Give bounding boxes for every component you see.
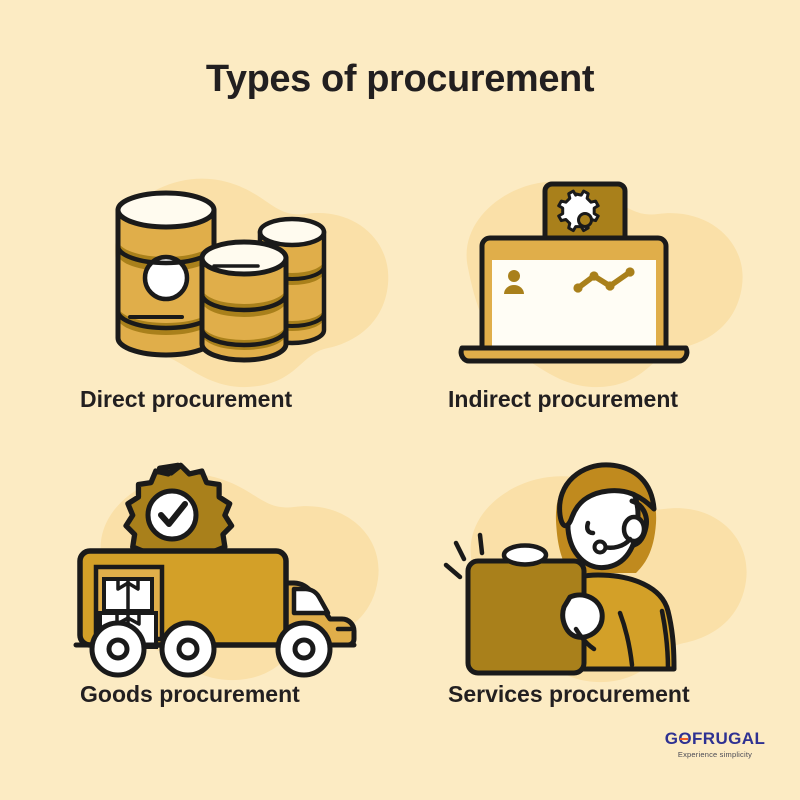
support-agent-icon <box>430 443 790 693</box>
card-label-direct: Direct procurement <box>80 386 293 412</box>
laptop-base <box>458 345 690 364</box>
truck-wheels <box>89 620 333 678</box>
barrels-icon <box>62 148 422 398</box>
agent-hair-front <box>557 462 657 529</box>
clipboard-clip <box>501 543 549 567</box>
logo-letter-o: O <box>678 729 692 748</box>
sparkle-rays <box>443 532 485 580</box>
screen-line-chart <box>573 267 635 293</box>
barrel-large <box>115 190 217 358</box>
card-goods-procurement: Goods procurement <box>62 443 422 743</box>
barrel-front <box>199 239 289 363</box>
check-icon <box>158 501 188 527</box>
card-label-indirect: Indirect procurement <box>448 386 679 412</box>
laptop-settings-icon <box>430 148 790 398</box>
card-services-procurement: Services procurement <box>430 443 790 743</box>
headset-icon <box>592 498 649 555</box>
card-direct-procurement: Direct procurement <box>62 148 422 448</box>
clipboard <box>465 543 587 676</box>
logo-rest: FRUGAL <box>692 729 766 748</box>
agent-hand <box>560 592 605 640</box>
laptop <box>458 235 690 364</box>
gear-icon <box>557 189 600 233</box>
card-indirect-procurement: Indirect procurement <box>430 148 790 448</box>
card-label-goods: Goods procurement <box>80 681 300 707</box>
agent-eye <box>584 520 596 536</box>
logo-letter-g: G <box>664 729 679 748</box>
screen-avatar-icon <box>504 270 524 294</box>
truck-window <box>291 586 331 616</box>
logo-tagline: Experience simplicity <box>677 750 753 759</box>
gofrugal-logo[interactable]: GOFRUGAL Experience simplicity <box>655 730 775 759</box>
delivery-truck-icon <box>62 443 422 693</box>
logo-wordmark: GOFRUGAL <box>655 730 775 747</box>
barrel-label <box>142 254 190 302</box>
page-title: Types of procurement <box>205 58 595 100</box>
card-label-services: Services procurement <box>448 681 690 707</box>
